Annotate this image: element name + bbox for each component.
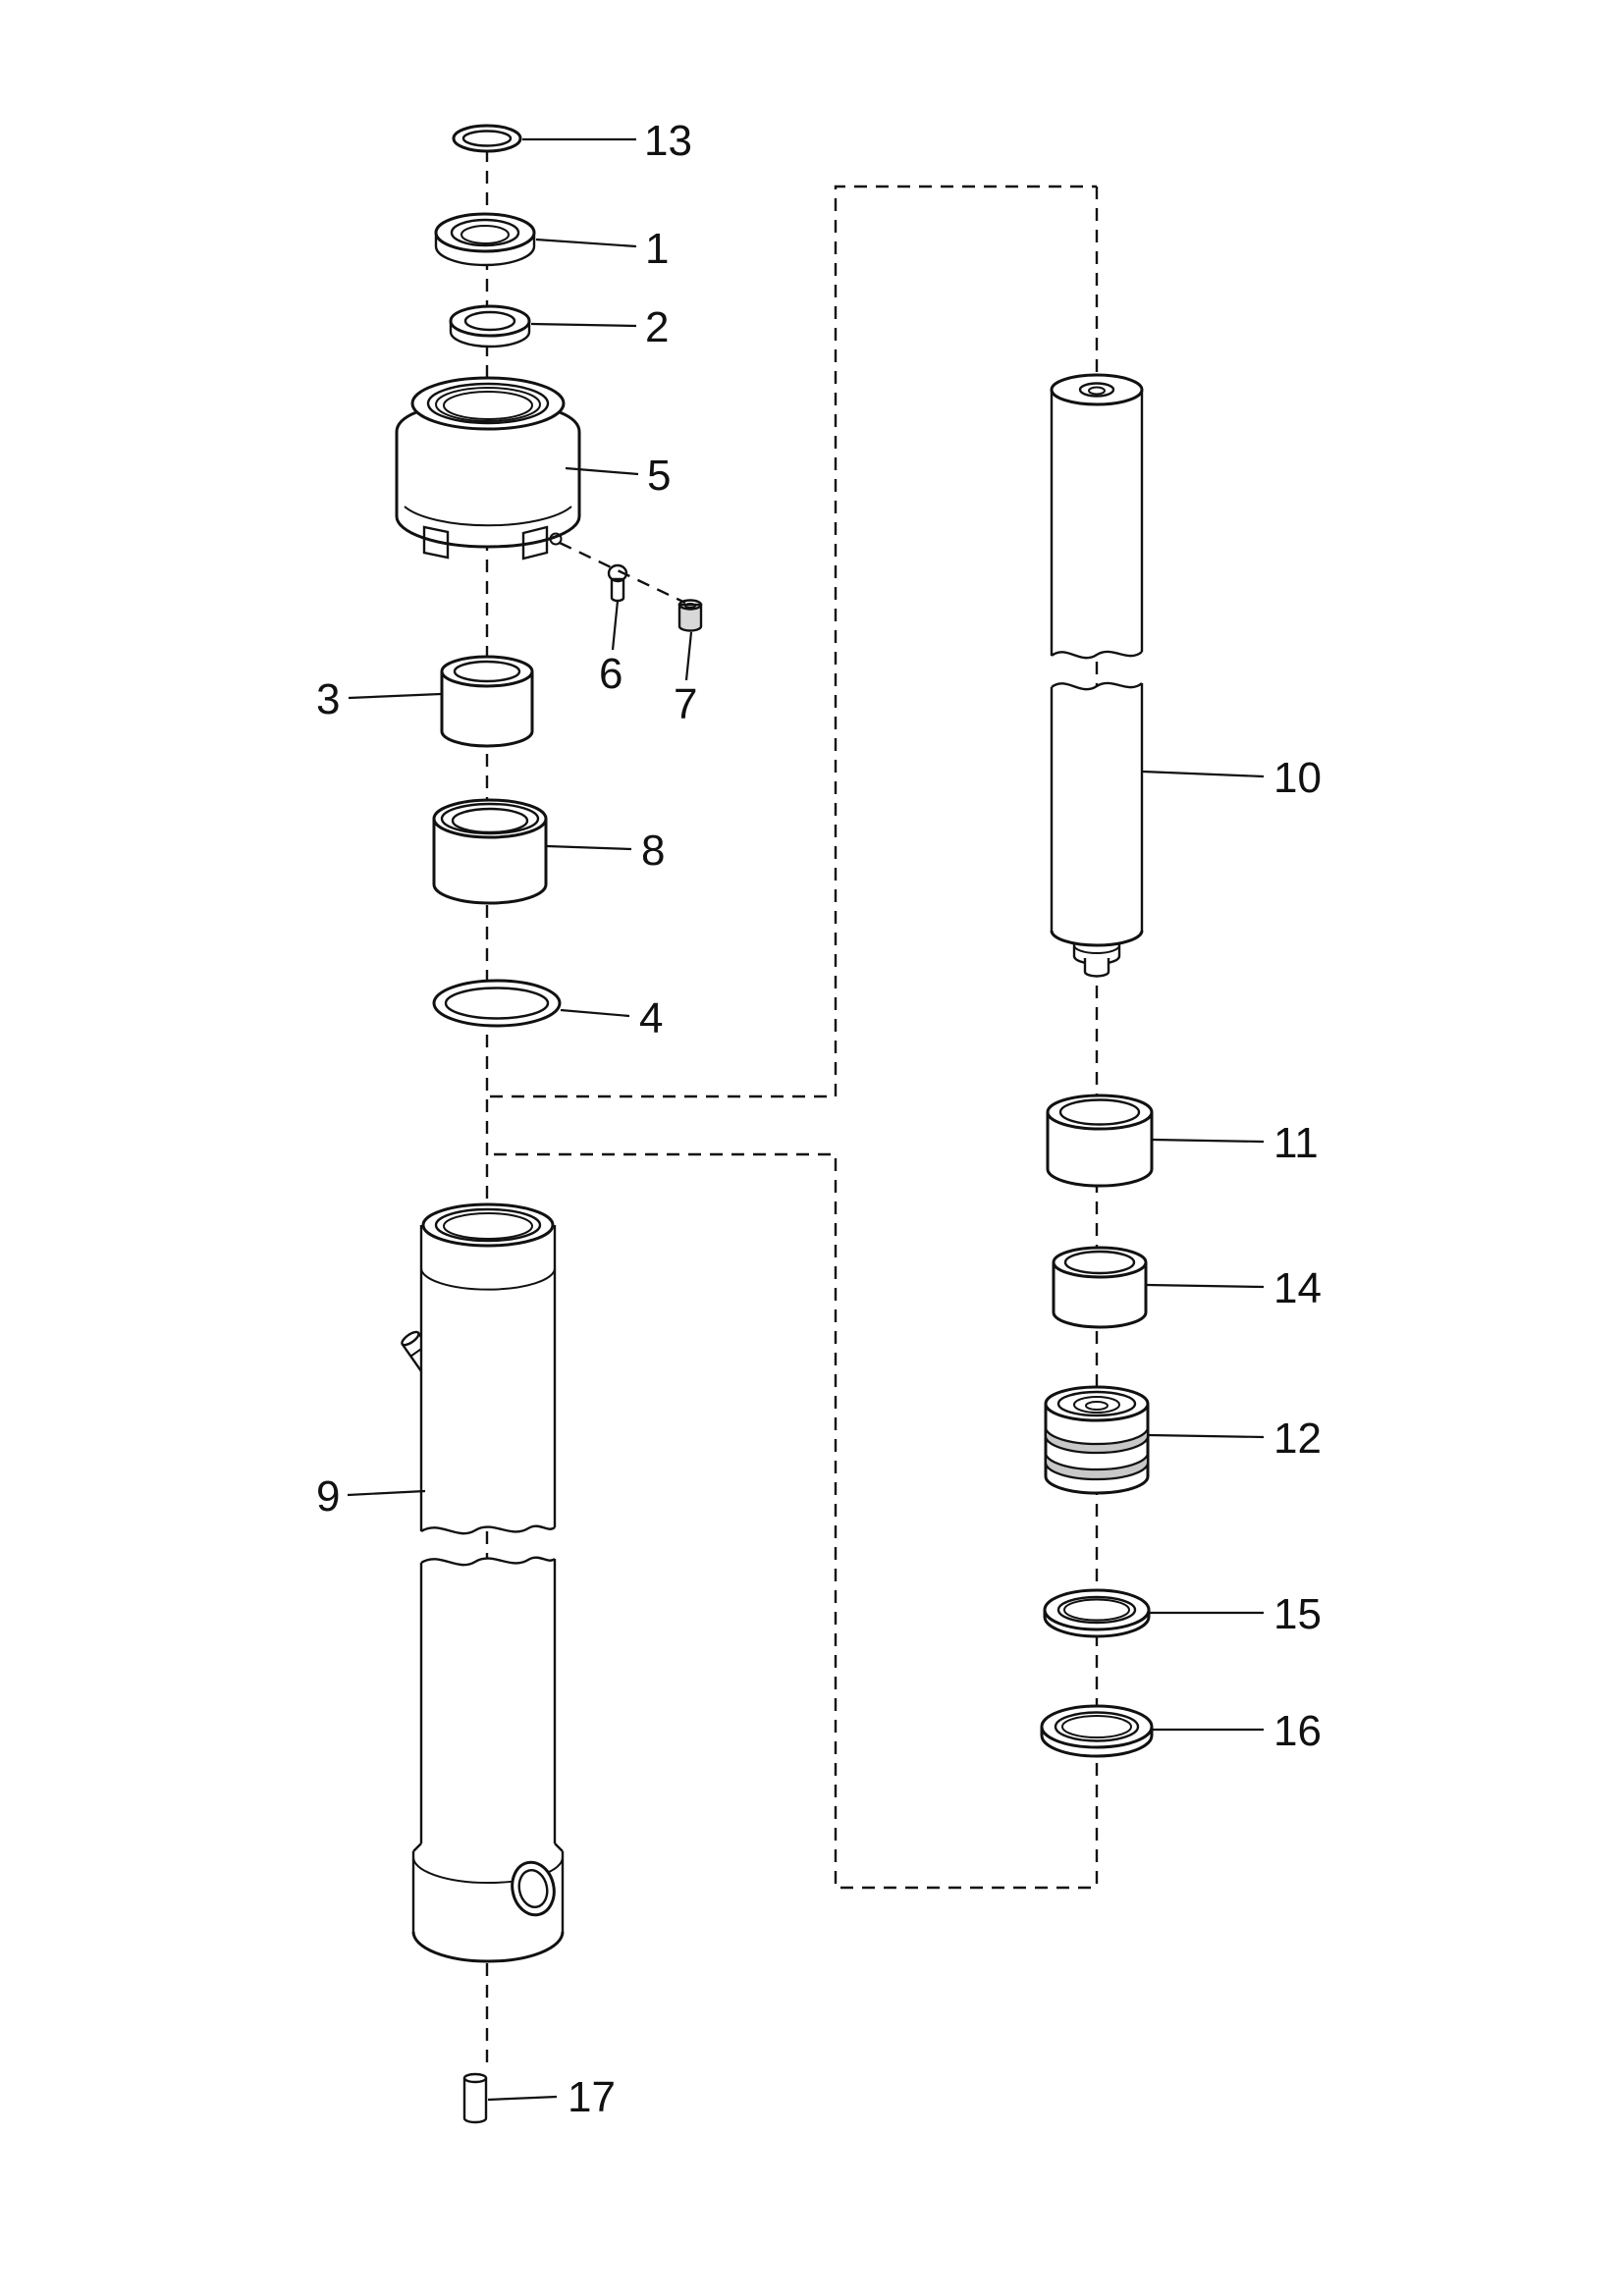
part-15-washer [1043,1588,1151,1638]
callout-7: 7 [674,680,697,728]
callout-2: 2 [645,303,669,351]
leader-10 [1142,770,1265,778]
leader-1 [535,238,637,248]
callout-17: 17 [568,2073,616,2121]
part-1-seal-ring [434,212,536,267]
leader-4 [560,1008,630,1018]
callout-9: 9 [316,1472,340,1521]
part-12-piston [1044,1385,1150,1495]
part-13-o-ring [452,124,522,153]
part-4-o-ring [432,979,562,1028]
leader-3 [348,692,442,700]
part-14-bushing [1052,1246,1148,1329]
leader-2 [530,322,637,328]
callout-13: 13 [644,117,692,165]
callout-4: 4 [639,994,663,1042]
leader-6 [611,600,620,651]
part-17-pin [462,2072,488,2124]
leader-11 [1152,1138,1265,1144]
leader-17 [487,2095,558,2102]
leader-9 [347,1489,426,1497]
part-10-piston-rod [1050,373,1144,978]
part-6-check-ball-pin [607,563,628,603]
callout-6: 6 [599,650,623,698]
part-5-end-cap [395,376,581,561]
part-3-bushing [440,655,534,748]
assembly-connector-top [490,185,1097,1098]
part-9-cylinder-body [401,1202,565,1963]
part-8-gland [432,798,548,905]
assembly-connector-bottom [494,1152,1097,1890]
port-hole [511,1860,556,1917]
callout-10: 10 [1273,754,1322,802]
leader-12 [1148,1433,1265,1439]
callout-11: 11 [1273,1119,1319,1167]
leader-8 [546,844,632,851]
callout-labels: 13 1 2 5 6 7 3 8 4 10 11 14 12 15 16 9 1… [316,117,1322,2121]
callout-1: 1 [645,225,669,273]
callout-5: 5 [647,452,671,500]
callout-12: 12 [1273,1415,1322,1463]
callout-15: 15 [1273,1590,1322,1638]
callout-8: 8 [641,827,665,875]
screw-alignment-dashed-line [559,541,686,605]
leader-lines [347,137,1265,2102]
callout-14: 14 [1273,1264,1322,1312]
part-11-bushing [1046,1094,1154,1188]
callout-16: 16 [1273,1707,1322,1755]
leader-5 [565,466,639,476]
part-2-backup-ring [449,304,531,348]
leader-7 [684,631,693,681]
part-7-set-screw [677,599,703,632]
callout-3: 3 [316,675,340,723]
part-16-washer [1040,1704,1154,1758]
leader-14 [1146,1283,1265,1289]
